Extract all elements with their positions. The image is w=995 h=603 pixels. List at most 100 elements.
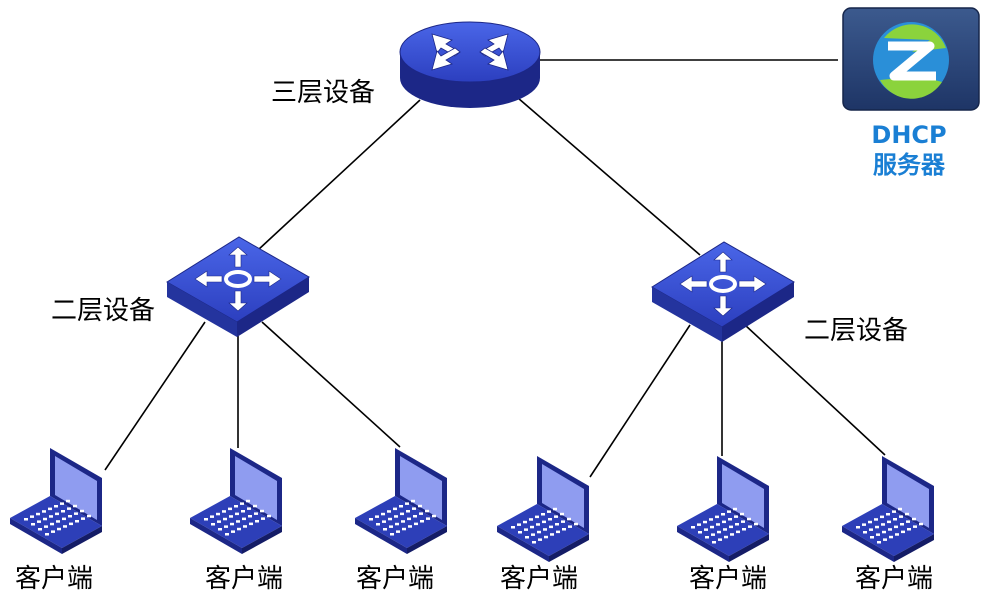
laptop-key (883, 538, 887, 541)
laptop-key (87, 514, 91, 518)
link-core-left (257, 99, 421, 251)
laptop-key (216, 512, 220, 516)
laptop-key (882, 530, 886, 534)
laptop-key (387, 510, 391, 513)
laptop-key (211, 523, 215, 526)
laptop-key (31, 523, 35, 526)
access-left-label: 二层设备 (51, 296, 156, 326)
client-label-4: 客户端 (500, 564, 579, 594)
laptop-key (728, 518, 732, 521)
laptop-key (735, 523, 739, 526)
laptop-key (67, 507, 71, 510)
laptop-key (218, 528, 222, 531)
laptop-key (408, 525, 412, 528)
laptop-key (877, 541, 881, 544)
laptop-key (406, 510, 410, 513)
laptop-key (754, 522, 758, 526)
client-label-2: 客户端 (205, 564, 284, 594)
laptop-key (241, 510, 245, 513)
laptop-key (73, 504, 77, 508)
switch-arrows-icon (679, 251, 767, 317)
link-core-right (517, 97, 701, 256)
laptop-key (536, 523, 540, 526)
access-right-label: 二层设备 (804, 316, 909, 346)
laptop-key (734, 515, 738, 518)
laptop-key (389, 525, 393, 528)
laptop-key (400, 512, 404, 516)
laptop-key (51, 530, 55, 533)
laptop-key (888, 528, 892, 531)
laptop-key (547, 510, 551, 513)
laptop-key (886, 513, 890, 516)
laptop-key (43, 517, 47, 521)
laptop-key (411, 499, 415, 503)
laptop-key (880, 515, 884, 519)
laptop-key (727, 510, 731, 513)
laptop-key (54, 505, 58, 508)
laptop-key (30, 515, 34, 518)
laptop-key (511, 526, 515, 529)
laptop-key (50, 522, 54, 526)
laptop-key (742, 528, 746, 531)
laptop-key (899, 515, 903, 518)
link-right-client4 (589, 324, 691, 478)
laptop-key (375, 515, 379, 518)
laptop-key (574, 522, 578, 526)
laptop-key (56, 520, 60, 523)
laptop-key (568, 525, 572, 528)
laptop-key (61, 510, 65, 513)
laptop-key (395, 522, 399, 526)
laptop-key (394, 515, 398, 518)
l2-switch-left (166, 236, 310, 337)
laptop-key (709, 518, 713, 521)
laptop-key (697, 523, 701, 526)
laptop-key (242, 517, 246, 521)
laptop-key (36, 512, 40, 516)
laptop-key (249, 522, 253, 526)
laptop-key (548, 518, 552, 521)
laptop-key (66, 499, 70, 503)
laptop-icon (190, 448, 282, 554)
laptop-key (225, 533, 229, 536)
laptop-key (75, 520, 79, 523)
laptop-key (48, 507, 52, 511)
laptop-key (62, 517, 66, 521)
laptop-key (247, 507, 251, 510)
laptop-icon (497, 456, 589, 562)
laptop-key (38, 528, 42, 531)
dhcp-label-line1: DHCP (871, 121, 947, 149)
laptop-key (876, 533, 880, 536)
laptop-key (426, 517, 430, 520)
laptop-key (730, 533, 734, 536)
laptop-key (222, 510, 226, 513)
laptop-key (919, 522, 923, 526)
laptop-key (698, 531, 702, 534)
laptop-key (733, 507, 737, 511)
laptop-key (893, 518, 897, 521)
laptop-key (217, 520, 221, 523)
laptop-key (405, 502, 409, 505)
laptop-key (724, 535, 728, 539)
laptop-key (901, 530, 905, 534)
laptop-key (562, 528, 566, 531)
laptop-key (37, 520, 41, 523)
laptop-key (401, 520, 405, 523)
laptop-key (518, 531, 522, 534)
laptop-key (223, 517, 227, 521)
laptop-key (887, 520, 891, 524)
laptop-key (229, 515, 233, 518)
laptop-key (529, 518, 533, 521)
laptop-key (248, 515, 252, 518)
laptop-key (553, 507, 557, 511)
laptop-key (243, 525, 247, 528)
laptop-key (234, 505, 238, 508)
laptop-key (407, 517, 411, 521)
laptop-key (425, 509, 429, 513)
laptop-key (414, 522, 418, 526)
laptop-icon (677, 456, 769, 562)
laptop-key (894, 525, 898, 529)
laptop-key (63, 525, 67, 528)
laptop-key (705, 536, 709, 539)
laptop-key (369, 518, 373, 521)
laptop-key (517, 523, 521, 526)
